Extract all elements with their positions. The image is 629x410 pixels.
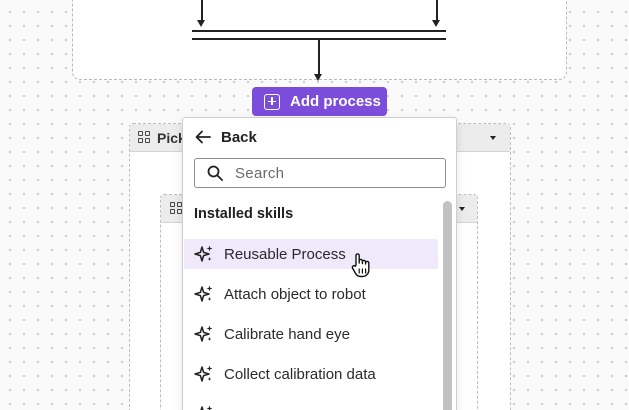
- skill-item-reusable-process[interactable]: Reusable Process: [184, 239, 438, 269]
- skill-item-label: Collect calibration data: [224, 365, 376, 383]
- pick-node-chevron-down-icon[interactable]: [490, 136, 496, 140]
- connector-arrow-left: [197, 20, 205, 27]
- menu-scrollbar-thumb[interactable]: [443, 201, 452, 410]
- search-icon: [207, 165, 223, 181]
- nested-node-chevron-down-icon[interactable]: [459, 207, 465, 211]
- skill-picker-menu: Back Installed skills Reusable Process A…: [182, 117, 457, 410]
- plus-square-icon: [264, 93, 280, 110]
- skill-item-partial[interactable]: [184, 399, 438, 410]
- section-title: Installed skills: [194, 206, 294, 222]
- connector-line-center: [318, 39, 320, 75]
- connector-arrow-right: [432, 20, 440, 27]
- menu-scrollbar[interactable]: [443, 201, 453, 410]
- hand-pointer-cursor-icon: [351, 253, 370, 278]
- skill-item-calibrate-hand-eye[interactable]: Calibrate hand eye: [184, 319, 438, 349]
- merge-bar-bottom: [192, 38, 446, 40]
- process-container: [72, 0, 567, 80]
- skill-item-label: Calibrate hand eye: [224, 325, 350, 343]
- add-process-button[interactable]: Add process: [252, 87, 387, 116]
- merge-bar-top: [192, 30, 446, 32]
- sparkle-icon: [194, 245, 213, 262]
- sparkle-icon: [194, 365, 213, 382]
- back-button[interactable]: Back: [195, 126, 257, 148]
- search-input[interactable]: [235, 164, 435, 182]
- connector-line-right: [436, 0, 438, 20]
- skill-item-attach-object[interactable]: Attach object to robot: [184, 279, 438, 309]
- arrow-left-icon: [195, 130, 211, 144]
- sparkle-icon: [200, 405, 213, 410]
- pick-node-title: Pick: [157, 129, 186, 146]
- skill-grid-icon: [138, 131, 151, 144]
- sparkle-icon: [194, 325, 213, 342]
- skill-item-label: Reusable Process: [224, 245, 346, 263]
- add-process-label: Add process: [290, 93, 381, 110]
- back-label: Back: [221, 128, 257, 146]
- search-field[interactable]: [194, 158, 446, 188]
- connector-line-left: [201, 0, 203, 20]
- sparkle-icon: [194, 285, 213, 302]
- skill-item-collect-calibration-data[interactable]: Collect calibration data: [184, 359, 438, 389]
- skill-item-label: Attach object to robot: [224, 285, 366, 303]
- connector-arrow-center: [314, 74, 322, 81]
- skill-grid-icon: [170, 202, 183, 215]
